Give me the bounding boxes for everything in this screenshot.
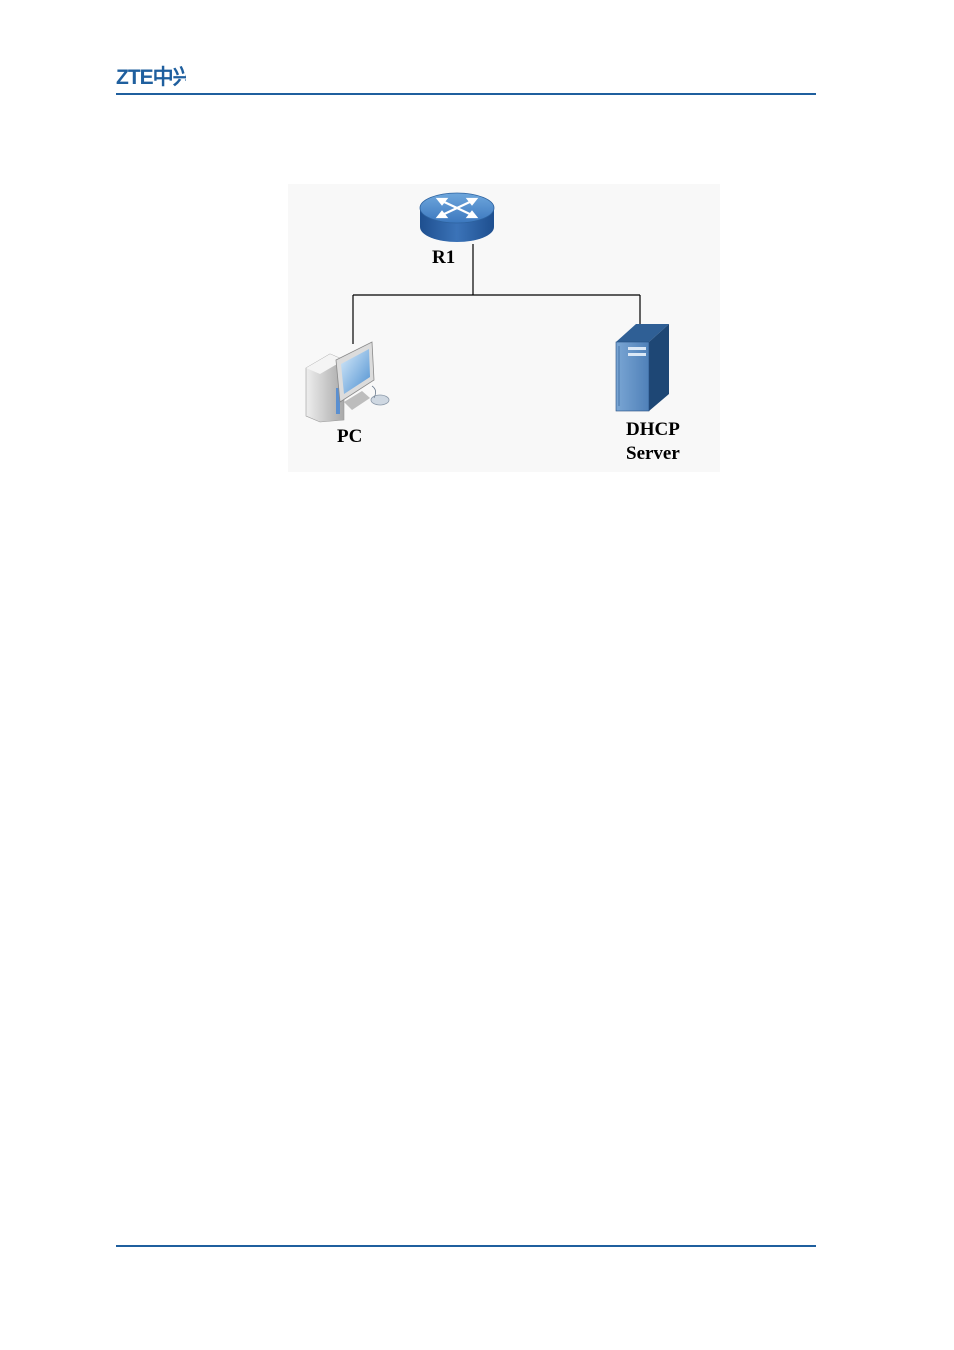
zte-logo: ZTE中兴 — [116, 62, 186, 90]
desktop-computer-icon — [306, 342, 389, 422]
pc-label: PC — [337, 425, 362, 449]
header-rule — [116, 93, 816, 95]
server-label-line2: Server — [626, 442, 680, 466]
server-label-line1: DHCP — [626, 418, 680, 442]
logo-text: ZTE中兴 — [116, 66, 186, 89]
server-icon — [616, 324, 669, 411]
router-icon — [420, 193, 494, 242]
links — [353, 244, 640, 344]
footer-rule — [116, 1245, 816, 1247]
router-label: R1 — [432, 246, 455, 270]
network-diagram: R1 PC DHCP Server — [288, 184, 720, 472]
